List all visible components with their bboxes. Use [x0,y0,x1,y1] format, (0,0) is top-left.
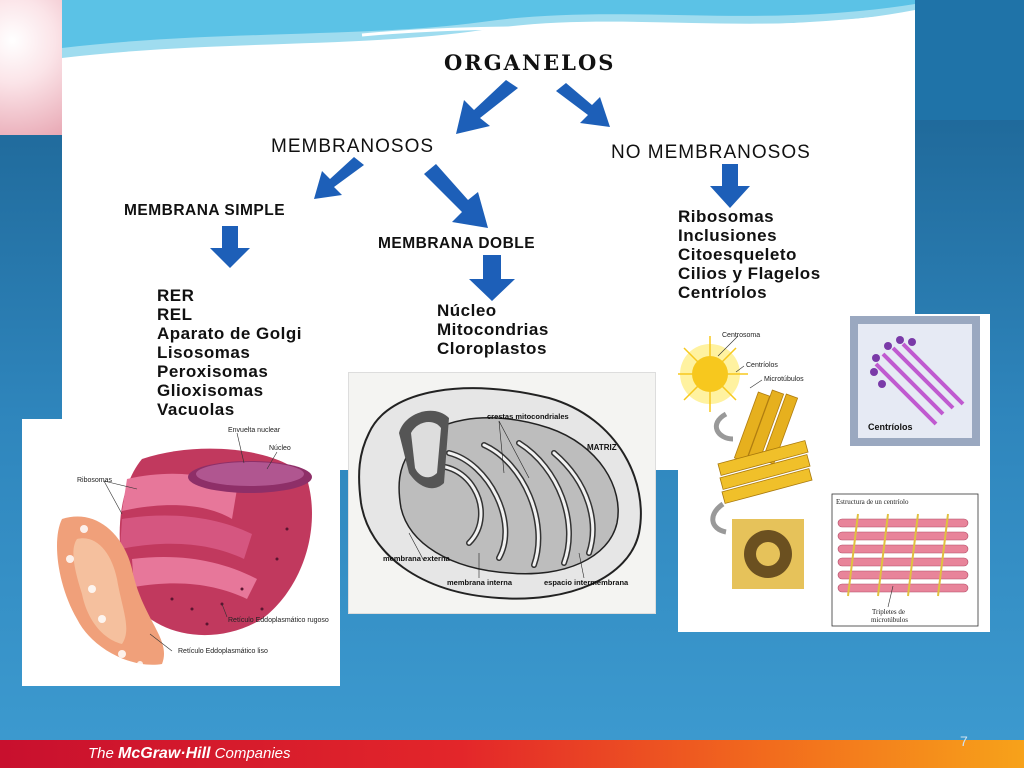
list-item: Cilios y Flagelos [678,264,821,283]
label-triplets-line2: microtúbulos [871,616,908,624]
label-centrioles-box: Centríolos [868,422,913,432]
list-item: REL [157,305,193,324]
label-smooth-er: Retículo Eddoplasmático liso [178,648,268,655]
footer-bar: The McGraw·Hill Companies [0,740,1024,768]
label-intermembrane-space: espacio intermembrana [544,578,629,587]
label-nuclear-envelope: Envuelta nuclear [228,427,281,434]
centriole-graphic [678,316,980,627]
label-matrix: MATRIZ [587,443,617,452]
label-rough-er: Retículo Eddoplasmático rugoso [228,617,329,624]
centriole-illustration: Centrosoma Centríolos Microtúbulos Centr… [678,314,990,632]
list-item: Núcleo [437,301,497,320]
mitochondrion-illustration: crestas mitocondriales MATRIZ membrana e… [348,372,656,614]
list-item: Lisosomas [157,343,251,362]
endoplasmic-reticulum-graphic [57,432,312,667]
list-non-membranous: Ribosomas Inclusiones Citoesqueleto Cili… [678,207,821,302]
panel-wave-header [62,0,915,58]
label-triplets-line1: Tripletes de [872,608,905,616]
brand-name: McGraw·Hill [118,745,211,762]
category-membranous: MEMBRANOSOS [271,136,435,157]
publisher-logo: The McGraw·Hill Companies [88,745,291,763]
label-cristae: crestas mitocondriales [487,412,569,421]
list-simple-membrane: RER REL Aparato de Golgi Lisosomas Perox… [157,286,302,419]
list-item: Mitocondrias [437,320,549,339]
label-inner-membrane: membrana interna [447,578,513,587]
brand-suffix: Companies [210,745,291,762]
label-centrioles: Centríolos [746,362,778,369]
arrow-down-left-icon [314,157,364,199]
arrow-down-icon [210,226,250,268]
list-item: Glioxisomas [157,381,264,400]
subcategory-double: MEMBRANA DOBLE [378,235,536,252]
arrow-down-icon [710,164,750,208]
er-illustration: Envuelta nuclear Núcleo Ribosomas Retícu… [22,419,340,686]
subcategory-simple: MEMBRANA SIMPLE [124,202,286,219]
label-centriole-structure: Estructura de un centríolo [836,498,909,506]
list-item: Centríolos [678,283,768,302]
label-nucleus: Núcleo [269,445,291,452]
label-centrosome: Centrosoma [722,332,761,339]
brand-prefix: The [88,745,119,762]
top-wave-decoration [915,0,1024,120]
list-item: Ribosomas [678,207,775,226]
category-non-membranous: NO MEMBRANOSOS [611,142,811,163]
label-ribosomes: Ribosomas [77,477,113,484]
arrow-down-icon [469,255,515,301]
list-item: Peroxisomas [157,362,269,381]
list-item: Citoesqueleto [678,245,797,264]
label-outer-membrane: membrana externa [383,554,450,563]
list-item: Inclusiones [678,226,778,245]
diagram-title: ORGANELOS [444,50,616,75]
list-double-membrane: Núcleo Mitocondrias Cloroplastos [437,301,549,358]
list-item: RER [157,286,195,305]
arrow-down-right-icon [424,164,488,228]
mitochondrion-graphic [358,387,642,600]
arrow-down-right-icon [556,83,610,127]
label-microtubules: Microtúbulos [764,376,804,383]
pink-corner-decoration [0,0,62,135]
arrow-down-left-icon [456,80,518,134]
list-item: Vacuolas [157,400,235,419]
list-item: Aparato de Golgi [157,324,302,343]
list-item: Cloroplastos [437,339,547,358]
page-number: 7 [960,733,968,749]
